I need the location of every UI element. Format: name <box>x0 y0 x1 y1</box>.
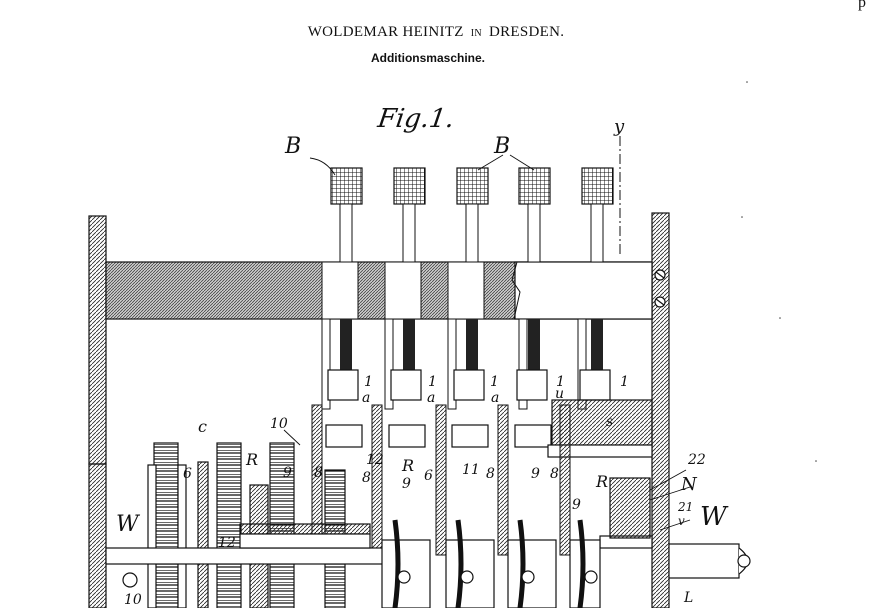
key-button <box>447 167 489 410</box>
ref-10-top: 10 <box>270 416 288 432</box>
key-buttons <box>321 167 614 410</box>
ref-y: y <box>614 116 625 137</box>
ref-1-b: 1 <box>428 374 437 390</box>
ref-W-left: W <box>116 512 139 537</box>
upper-frame-plate <box>105 261 666 320</box>
key-button <box>321 167 363 410</box>
patent-header: WOLDEMAR HEINITZ IN DRESDEN. <box>0 24 872 41</box>
ref-u: u <box>555 386 565 402</box>
ref-a-2: a <box>427 390 436 406</box>
ref-key-B-center: B <box>494 134 511 159</box>
ref-N: N <box>681 474 697 495</box>
header-connector: IN <box>470 28 482 39</box>
ref-8-b: 8 <box>362 470 371 486</box>
key-button <box>577 167 614 410</box>
leader-lines <box>283 154 691 531</box>
patent-title: Additionsmaschine. <box>370 51 486 65</box>
ref-a-1: a <box>362 390 371 406</box>
left-post <box>88 215 107 608</box>
key-button <box>518 167 551 410</box>
patentee-name: WOLDEMAR HEINITZ <box>307 24 464 40</box>
ref-R-left: R <box>246 450 259 469</box>
ref-9-c: 9 <box>531 466 540 482</box>
ref-c: c <box>198 417 207 436</box>
ref-R-right: R <box>596 472 609 491</box>
ref-22: 22 <box>688 452 706 468</box>
ref-11: 11 <box>462 462 480 478</box>
ref-W-right: W <box>700 502 727 532</box>
ref-6-left: 6 <box>183 466 192 482</box>
ref-1-d: 1 <box>556 374 565 390</box>
lever-blocks <box>325 369 653 458</box>
ref-12-lower: 12 <box>218 535 236 551</box>
ref-1-e: 1 <box>620 374 629 390</box>
ref-8-c: 8 <box>486 466 495 482</box>
patentee-city: DRESDEN. <box>488 24 565 40</box>
ref-9-b: 9 <box>402 476 411 492</box>
main-shaft <box>105 523 751 588</box>
vertical-bars <box>311 404 571 556</box>
ref-9-d: 9 <box>572 497 581 513</box>
ref-8-a: 8 <box>314 465 323 481</box>
lower-gears <box>381 477 651 608</box>
ref-6-mid: 6 <box>424 468 433 484</box>
ref-a-3: a <box>491 390 500 406</box>
margin-dots <box>741 81 817 462</box>
key-button <box>384 167 426 410</box>
ref-s: s <box>606 414 614 430</box>
ref-9-a: 9 <box>283 465 292 481</box>
ref-v: v <box>678 514 685 528</box>
ref-21: 21 <box>678 500 694 514</box>
ref-12-upper: 12 <box>366 452 384 468</box>
ref-R-mid: R <box>402 456 415 475</box>
ref-key-B-left: B <box>285 134 302 159</box>
ref-1-c: 1 <box>490 374 499 390</box>
ref-L: L <box>684 590 694 606</box>
ref-1-a: 1 <box>364 374 373 390</box>
ref-8-d: 8 <box>550 466 559 482</box>
page-corner-mark: p <box>858 0 866 11</box>
ref-10-bottom: 10 <box>124 592 142 608</box>
